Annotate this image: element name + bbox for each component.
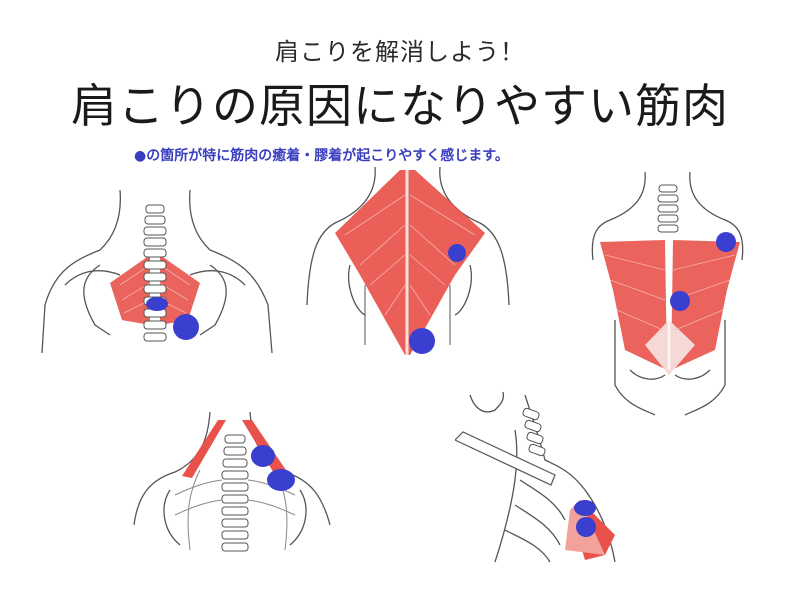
latissimus-figure [585, 170, 755, 420]
page-subtitle: 肩こりを解消しよう！ [275, 38, 525, 66]
trigger-point [670, 291, 690, 311]
trigger-point [267, 469, 295, 491]
trigger-point [448, 244, 466, 262]
trapezius-figure [305, 165, 515, 365]
trigger-point [251, 445, 275, 467]
trigger-point [576, 517, 596, 537]
trigger-point [716, 232, 736, 252]
trigger-point [173, 314, 199, 340]
rhomboid-figure [40, 185, 280, 355]
trigger-point [409, 328, 435, 354]
page-title: 肩こりの原因になりやすい筋肉 [71, 79, 729, 133]
pectoralis-minor-figure [455, 390, 620, 565]
trigger-point-note: ●の箇所が特に筋肉の癒着・膠着が起こりやすく感じます。 [134, 148, 509, 164]
levator-scapulae-figure [130, 410, 340, 565]
trigger-point [574, 500, 596, 516]
trigger-point [146, 297, 168, 311]
